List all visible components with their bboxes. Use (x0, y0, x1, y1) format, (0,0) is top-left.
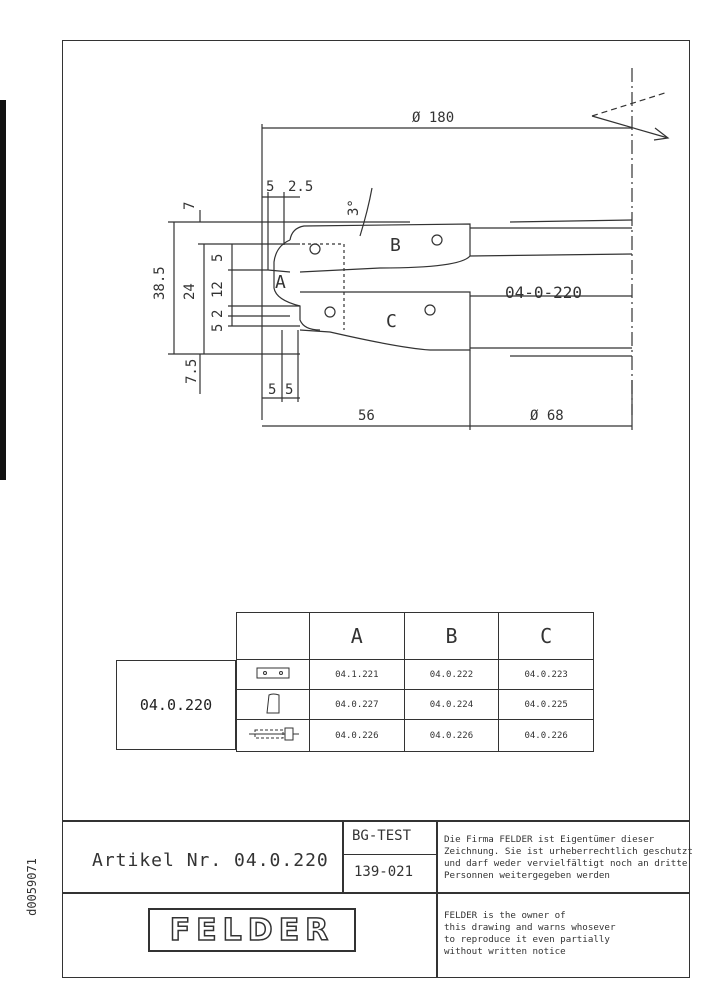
notice-line: Die Firma FELDER ist Eigentümer dieser (444, 834, 655, 845)
notice-line: FELDER is the owner of (444, 910, 566, 921)
dim-top-5: 5 (266, 179, 274, 195)
title-block-divider-2 (436, 820, 438, 978)
cell: 04.0.223 (498, 659, 594, 690)
title-block-test-rule (342, 854, 436, 855)
notice-line: to reproduce it even partially (444, 934, 610, 945)
label-b: B (390, 235, 401, 256)
notice-line: without written notice (444, 946, 566, 957)
header-b: B (403, 612, 500, 660)
dim-outer-diameter: Ø 180 (412, 110, 454, 126)
table-corner (236, 612, 310, 660)
dim-38-5: 38.5 (152, 266, 168, 300)
dim-5a: 5 (210, 254, 226, 262)
dim-7: 7 (182, 202, 198, 210)
table-row: 04.0.226 04.0.226 04.0.226 (236, 719, 594, 752)
table-row: 04.1.221 04.0.222 04.0.223 (236, 659, 594, 690)
notice-german: Die Firma FELDER ist Eigentümer dieser Z… (444, 834, 693, 882)
header-a: A (309, 612, 405, 660)
scan-edge (0, 100, 6, 480)
dim-24: 24 (182, 283, 198, 300)
dim-bottom-5a: 5 (268, 382, 276, 398)
notice-line: Zeichnung. Sie ist urheberrechtlich gesc… (444, 846, 693, 857)
title-block-mid-rule (62, 892, 690, 894)
title-block-top-rule (62, 820, 690, 822)
side-code: d0059071 (25, 858, 39, 916)
cell: 04.0.227 (309, 689, 405, 720)
header-c: C (498, 612, 594, 660)
technical-drawing: Ø 180 5 2.5 3° 7 38.5 24 5 12 5 2 7.5 5 … (152, 68, 670, 430)
dim-5b: 5 (210, 324, 226, 332)
cell: 04.0.226 (498, 719, 594, 752)
part-code: 04-0-220 (505, 283, 582, 302)
test-label: BG-TEST (352, 828, 412, 844)
cell: 04.0.226 (309, 719, 405, 752)
article-number: 04.0.220 (139, 696, 213, 714)
cell: 04.0.226 (403, 719, 500, 752)
label-c: C (386, 311, 397, 332)
notice-line: und darf weder vervielfältigt noch an dr… (444, 858, 688, 869)
parts-table: A B C 04.1.221 04.0.222 04.0.223 04.0.22… (236, 612, 594, 752)
notice-english: FELDER is the owner of this drawing and … (444, 910, 615, 958)
table-row: 04.0.227 04.0.224 04.0.225 (236, 689, 594, 720)
label-a: A (275, 272, 286, 293)
test-number: 139-021 (354, 864, 414, 880)
cell: 04.0.225 (498, 689, 594, 720)
dim-12: 12 (210, 281, 226, 298)
article-label: Artikel Nr. 04.0.220 (92, 850, 329, 871)
felder-logo: FELDER (148, 908, 356, 952)
table-header-row: A B C (236, 612, 594, 660)
logo-text: FELDER (169, 912, 335, 949)
title-block-divider-1 (342, 820, 344, 892)
dim-56: 56 (358, 408, 375, 424)
dim-inner-diameter: Ø 68 (530, 408, 564, 424)
screw-icon (236, 719, 310, 752)
dim-angle: 3° (346, 199, 362, 216)
drawing-frame (62, 40, 690, 978)
cell: 04.1.221 (309, 659, 405, 690)
dim-2: 2 (210, 310, 226, 318)
notice-line: this drawing and warns whosever (444, 922, 616, 933)
cutter-profile-icon (236, 689, 310, 720)
cell: 04.0.222 (403, 659, 500, 690)
dim-top-2-5: 2.5 (288, 179, 313, 195)
notice-line: Personnen weitergegeben werden (444, 870, 610, 881)
cell: 04.0.224 (403, 689, 500, 720)
knife-plate-icon (236, 659, 310, 690)
dim-bottom-5b: 5 (285, 382, 293, 398)
dim-7-5: 7.5 (184, 359, 200, 384)
article-box: 04.0.220 (116, 660, 236, 750)
